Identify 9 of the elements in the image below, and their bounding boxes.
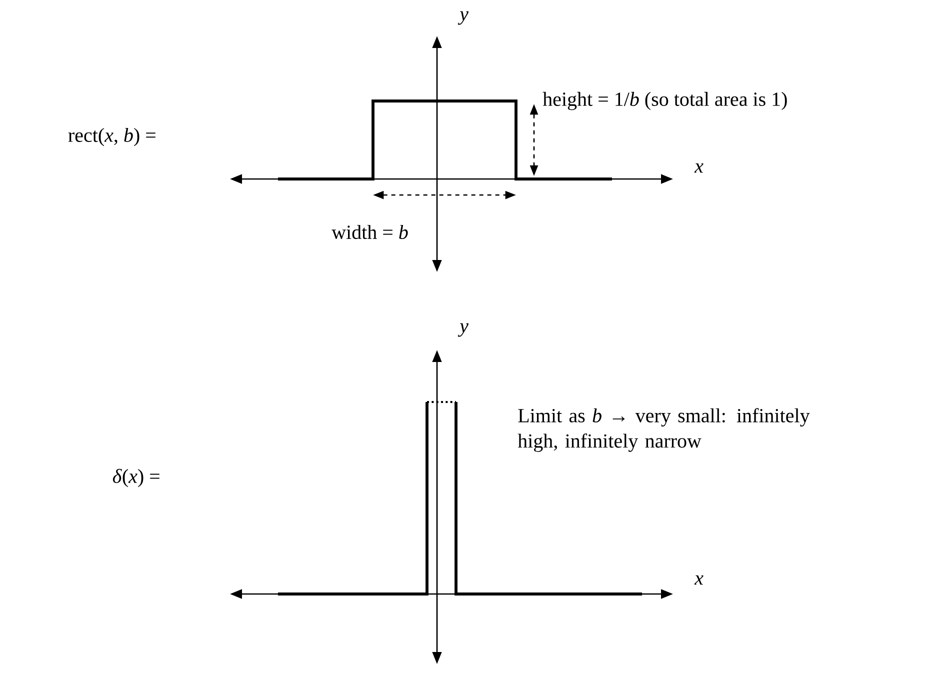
dimension-label: width = b — [332, 224, 408, 240]
dimension-label: height = 1/b (so total area is 1) — [542, 92, 787, 110]
note-text: Limit as b → very small: infinitely high, infinitely narrow — [518, 408, 810, 452]
axis-label: x — [694, 575, 704, 585]
axis-label: y — [458, 323, 468, 337]
function-label: δ(x) = — [112, 468, 160, 488]
axis-label: x — [694, 163, 704, 173]
function-label: rect(x, b) = — [68, 128, 156, 146]
axis-label: y — [458, 11, 468, 25]
